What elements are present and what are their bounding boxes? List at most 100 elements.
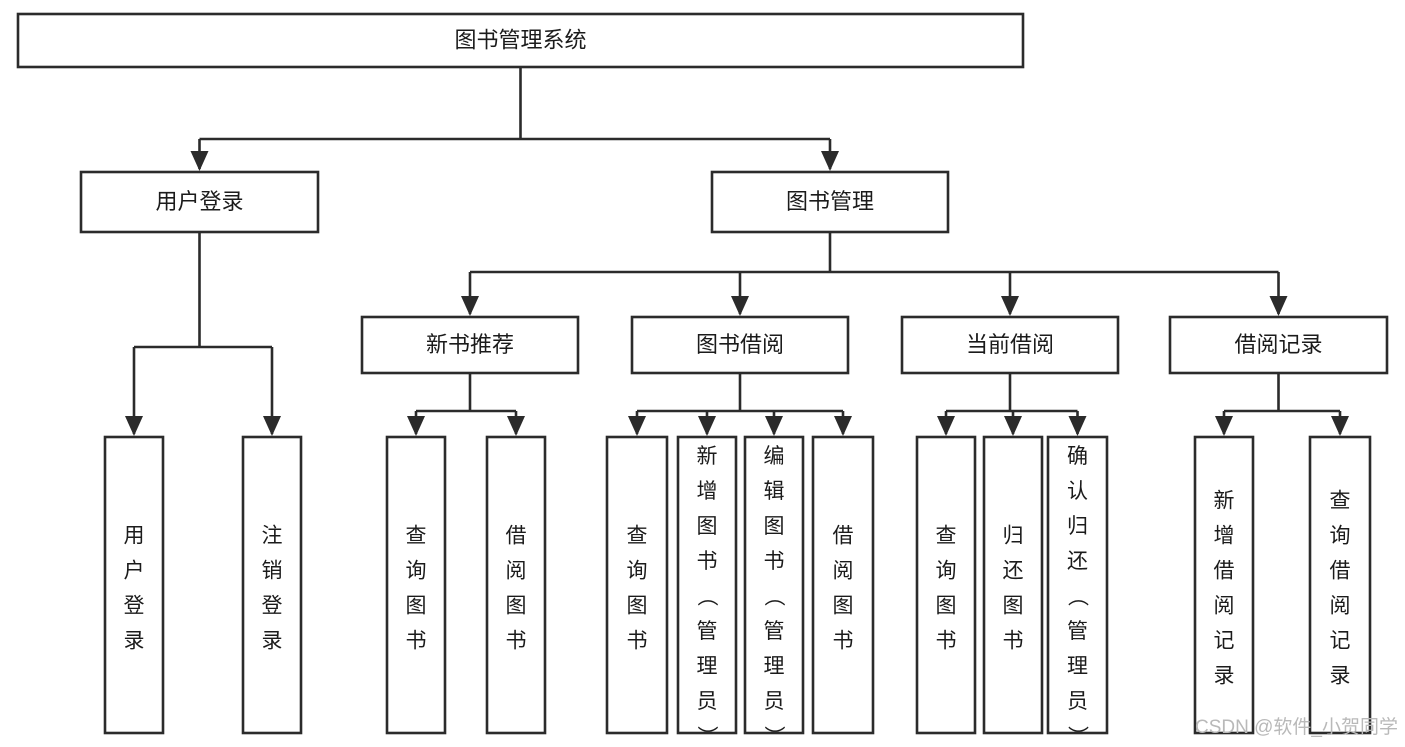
node-borrow-records[interactable]: 借阅记录 — [1168, 315, 1389, 375]
node-label-char-bb-add-book-1: 增 — [697, 480, 718, 503]
node-label-char-bb-add-book-5: 管 — [697, 620, 718, 643]
node-label-char-br-add-record-2: 借 — [1214, 559, 1235, 582]
node-label-char-bb-edit-book-2: 图 — [764, 515, 785, 538]
connectors-layer — [125, 67, 1349, 436]
node-label-char-cb-confirm-return-2: 归 — [1067, 515, 1088, 538]
node-label-char-br-add-record-5: 录 — [1214, 664, 1235, 687]
node-book-management[interactable]: 图书管理 — [710, 170, 950, 234]
node-label-char-bb-borrow-book-1: 阅 — [833, 559, 854, 582]
node-label-char-bb-edit-book-8: ） — [762, 726, 785, 747]
node-label-char-cb-query-book-3: 书 — [936, 629, 957, 652]
node-label-char-br-query-record-3: 阅 — [1330, 594, 1351, 617]
node-label-char-cb-return-book-2: 图 — [1003, 594, 1024, 617]
node-box-root — [16, 12, 1025, 69]
node-box-nbr-query-book — [385, 435, 447, 735]
arrow-head-icon-new-book-recommend-to-nbr-borrow-book — [507, 416, 525, 436]
node-current-borrow[interactable]: 当前借阅 — [900, 315, 1120, 375]
node-label-char-bb-borrow-book-2: 图 — [833, 594, 854, 617]
arrow-head-icon-new-book-recommend-to-nbr-query-book — [407, 416, 425, 436]
node-book-borrow[interactable]: 图书借阅 — [630, 315, 850, 375]
arrow-head-icon-borrow-records-to-br-add-record — [1215, 416, 1233, 436]
arrow-head-icon-root-to-user-login — [190, 151, 209, 171]
arrow-head-icon-book-borrow-to-bb-edit-book — [765, 416, 783, 436]
node-label-char-br-query-record-4: 记 — [1330, 629, 1351, 652]
node-label-char-bb-add-book-2: 图 — [697, 515, 718, 538]
node-user-login-do[interactable]: 用户登录 — [103, 435, 165, 735]
node-label-char-user-logout-1: 销 — [262, 559, 283, 582]
node-label-char-br-query-record-0: 查 — [1330, 489, 1351, 512]
node-label-char-user-login-do-3: 录 — [124, 629, 145, 652]
node-label-char-bb-query-book-3: 书 — [627, 629, 648, 652]
node-box-book-management — [710, 170, 950, 234]
node-box-borrow-records — [1168, 315, 1389, 375]
node-label-char-cb-return-book-1: 还 — [1003, 559, 1024, 582]
arrow-head-icon-bm-to-new-book-recommend — [461, 296, 479, 316]
node-box-bb-edit-book — [743, 435, 805, 735]
node-label-char-nbr-query-book-1: 询 — [406, 559, 427, 582]
node-label-user-login: 用户登录 — [155, 189, 243, 214]
node-label-char-cb-query-book-2: 图 — [936, 594, 957, 617]
node-label-char-bb-edit-book-3: 书 — [764, 550, 785, 573]
arrow-head-icon-bm-to-current-borrow — [1001, 296, 1019, 316]
node-label-borrow-records: 借阅记录 — [1234, 332, 1322, 357]
node-label-char-br-query-record-1: 询 — [1330, 524, 1351, 547]
node-box-bb-borrow-book — [811, 435, 875, 735]
node-label-char-bb-add-book-3: 书 — [697, 550, 718, 573]
arrow-head-icon-book-borrow-to-bb-borrow-book — [834, 416, 852, 436]
node-label-char-br-add-record-4: 记 — [1214, 629, 1235, 652]
node-label-char-cb-return-book-0: 归 — [1003, 524, 1024, 547]
node-label-char-cb-confirm-return-4: （ — [1066, 586, 1089, 607]
node-box-cb-confirm-return — [1046, 435, 1109, 735]
arrow-head-icon-book-borrow-to-bb-add-book — [698, 416, 716, 436]
arrow-head-icon-root-to-book-management — [821, 151, 839, 171]
node-new-book-recommend[interactable]: 新书推荐 — [360, 315, 580, 375]
node-root[interactable]: 图书管理系统 — [16, 12, 1025, 69]
arrow-head-icon-user-login-to-user-logout — [263, 416, 281, 436]
arrow-head-icon-bm-to-book-borrow — [731, 296, 749, 316]
node-label-char-bb-query-book-2: 图 — [627, 594, 648, 617]
node-label-char-nbr-query-book-3: 书 — [406, 629, 427, 652]
node-label-char-bb-edit-book-6: 理 — [764, 655, 785, 678]
node-label-char-user-login-do-2: 登 — [124, 594, 145, 617]
node-label-char-bb-query-book-1: 询 — [627, 559, 648, 582]
node-label-char-bb-borrow-book-3: 书 — [833, 629, 854, 652]
node-label-char-user-login-do-0: 用 — [124, 524, 145, 547]
node-user-login[interactable]: 用户登录 — [79, 170, 320, 234]
node-label-char-bb-add-book-6: 理 — [697, 655, 718, 678]
node-label-char-bb-edit-book-0: 编 — [764, 445, 785, 468]
node-box-book-borrow — [630, 315, 850, 375]
node-label-char-bb-add-book-0: 新 — [697, 445, 718, 468]
node-label-char-bb-edit-book-4: （ — [762, 586, 785, 607]
node-label-char-br-add-record-0: 新 — [1214, 489, 1235, 512]
arrow-head-icon-borrow-records-to-br-query-record — [1331, 416, 1349, 436]
node-label-book-borrow: 图书借阅 — [696, 332, 784, 357]
arrow-head-icon-current-borrow-to-cb-confirm-return — [1068, 416, 1087, 436]
node-label-new-book-recommend: 新书推荐 — [426, 332, 514, 357]
node-label-char-bb-query-book-0: 查 — [627, 524, 648, 547]
nodes-layer: 图书管理系统用户登录用户登录注销登录图书管理新书推荐查询图书借阅图书图书借阅查询… — [16, 12, 1389, 747]
node-label-root: 图书管理系统 — [454, 27, 586, 52]
node-label-char-br-add-record-1: 增 — [1214, 524, 1235, 547]
node-box-cb-query-book — [915, 435, 977, 735]
node-label-char-user-logout-2: 登 — [262, 594, 283, 617]
node-label-char-cb-confirm-return-3: 还 — [1067, 550, 1088, 573]
node-label-char-bb-add-book-7: 员 — [697, 690, 718, 713]
node-label-char-br-query-record-5: 录 — [1330, 664, 1351, 687]
arrow-head-icon-bm-to-borrow-records — [1269, 296, 1288, 316]
node-box-nbr-borrow-book — [485, 435, 547, 735]
node-label-char-user-login-do-1: 户 — [124, 559, 145, 582]
node-label-char-nbr-query-book-0: 查 — [406, 524, 427, 547]
